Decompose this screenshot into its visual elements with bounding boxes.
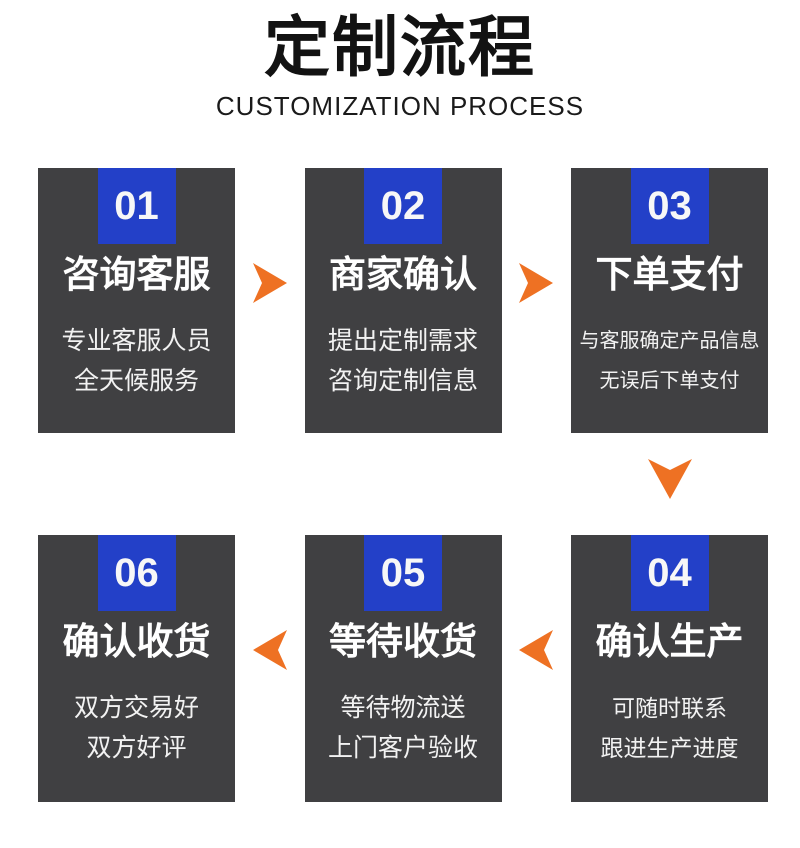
step-number-badge: 03 [630, 168, 709, 244]
arrow-left-icon [252, 630, 287, 670]
step-description: 双方交易好 双方好评 [74, 688, 199, 768]
step-description-line-1: 等待物流送 [340, 694, 466, 722]
step-number-badge: 04 [630, 535, 709, 611]
step-number-badge: 01 [97, 168, 176, 244]
step-description-line-2: 无误后下单支付 [599, 370, 740, 392]
arrow-down-icon [647, 459, 692, 499]
step-number-badge: 06 [97, 535, 176, 611]
step-description-line-2: 上门客户验收 [327, 734, 478, 762]
step-card-04: 04 确认生产 可随时联系 跟进生产进度 [571, 535, 768, 802]
page-subtitle: CUSTOMIZATION PROCESS [215, 91, 585, 122]
flow-row-connector [38, 433, 768, 535]
arrow-right-icon [519, 263, 554, 303]
step-card-03: 03 下单支付 与客服确定产品信息 无误后下单支付 [571, 168, 768, 433]
page-title: 定制流程 [264, 10, 536, 84]
process-flow-diagram: 01 咨询客服 专业客服人员 全天候服务 02 商家确认 提出定制需求 咨询定制… [38, 168, 768, 802]
arrow-right-icon [252, 263, 287, 303]
arrow-cell [235, 535, 305, 802]
step-description: 等待物流送 上门客户验收 [328, 688, 478, 768]
step-title: 商家确认 [329, 254, 477, 295]
step-title: 等待收货 [329, 621, 477, 662]
step-description-line-2: 咨询定制信息 [327, 367, 478, 395]
step-description-line-1: 专业客服人员 [61, 327, 212, 355]
step-title: 咨询客服 [62, 254, 211, 295]
step-description-line-2: 全天候服务 [73, 367, 199, 395]
step-title: 确认生产 [595, 621, 744, 662]
flow-row-bottom: 06 确认收货 双方交易好 双方好评 05 等待收货 等待物流送 上门客户验收 [38, 535, 768, 802]
step-card-05: 05 等待收货 等待物流送 上门客户验收 [304, 535, 502, 802]
step-title: 下单支付 [595, 254, 744, 295]
arrow-cell [502, 535, 572, 802]
step-card-06: 06 确认收货 双方交易好 双方好评 [38, 535, 235, 802]
down-arrow-cell [571, 433, 768, 499]
step-title: 确认收货 [62, 621, 211, 662]
arrow-cell [235, 168, 305, 433]
step-number-badge: 02 [364, 168, 442, 244]
step-description-line-1: 提出定制需求 [327, 327, 478, 355]
step-description: 可随时联系 跟进生产进度 [601, 688, 739, 768]
step-number-badge: 05 [364, 535, 442, 611]
step-description-line-1: 可随时联系 [612, 695, 727, 721]
step-description-line-1: 与客服确定产品信息 [579, 330, 760, 352]
flow-row-top: 01 咨询客服 专业客服人员 全天候服务 02 商家确认 提出定制需求 咨询定制… [38, 168, 768, 433]
step-card-01: 01 咨询客服 专业客服人员 全天候服务 [38, 168, 235, 433]
arrow-left-icon [519, 630, 554, 670]
step-description-line-2: 跟进生产进度 [600, 735, 739, 761]
arrow-cell [502, 168, 572, 433]
step-description: 提出定制需求 咨询定制信息 [328, 321, 478, 401]
page-header: 定制流程 CUSTOMIZATION PROCESS [0, 0, 800, 168]
step-description-line-1: 双方交易好 [73, 694, 199, 722]
step-card-02: 02 商家确认 提出定制需求 咨询定制信息 [304, 168, 502, 433]
step-description-line-2: 双方好评 [86, 734, 187, 762]
step-description: 专业客服人员 全天候服务 [61, 321, 211, 401]
step-description: 与客服确定产品信息 无误后下单支付 [580, 321, 760, 401]
